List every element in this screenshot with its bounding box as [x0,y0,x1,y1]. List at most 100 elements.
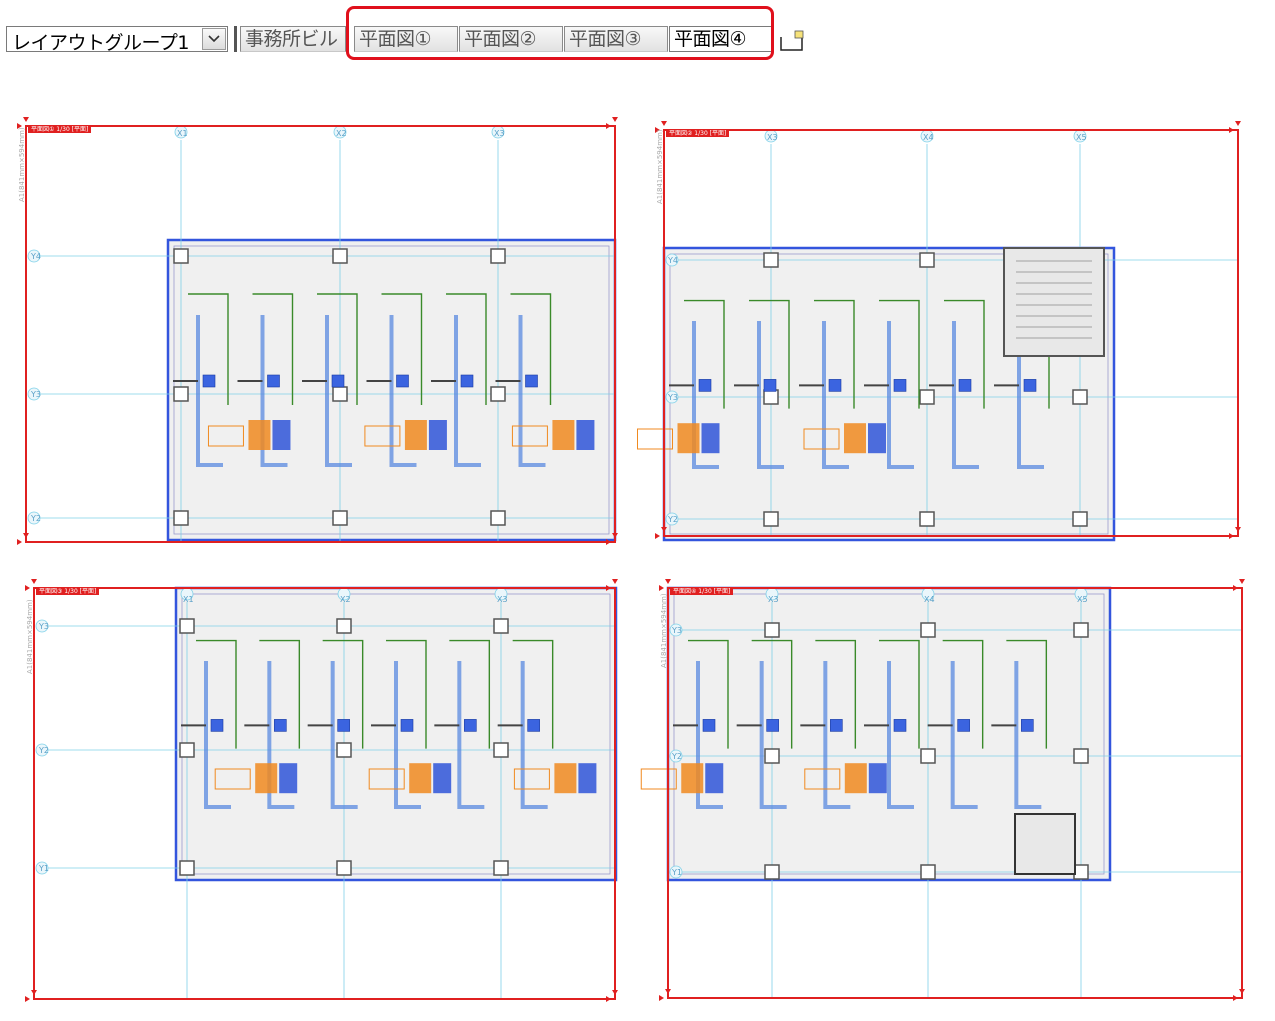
air-handling-unit [554,763,577,794]
grid-col-label: X4 [923,133,934,142]
equipment-outline [368,768,405,790]
floor-plan-panel-2[interactable]: 平面図② 1/30 [平面] A1(841mm×594mm) X3 X4 X5 … [637,121,1256,551]
pipe [814,299,855,409]
pipe [944,299,985,409]
pipe [688,639,729,749]
pipe [815,639,857,749]
diffuser [337,719,350,732]
diffuser [400,719,414,732]
grid-row-label: Y4 [30,252,41,261]
pipe [322,639,364,749]
floor-plan-panel-3[interactable]: 平面図③ 1/30 [平面] A1(841mm×594mm) X1 X2 X3 … [25,579,632,1014]
corner-marker [23,533,29,538]
coil-unit [428,420,447,450]
column [919,252,935,268]
diffuser [828,379,842,392]
diffuser [893,379,907,392]
sheet-tab-label[interactable]: 平面図④ 1/30 [平面] [670,588,734,595]
grid-col-label: X5 [1076,133,1087,142]
pipe [749,299,790,409]
grid-row-label: Y4 [667,256,678,265]
diffuser [464,719,477,732]
coil-unit [578,763,597,794]
diffuser [893,719,907,732]
column [919,389,935,405]
air-handling-unit [677,423,700,454]
grid-labels: X1 X2 X3 Y4 Y3 Y2 [30,129,505,523]
column [179,742,195,758]
column [173,510,189,526]
corner-marker [661,527,667,532]
sheet-tab-label[interactable]: 平面図② 1/30 [平面] [666,130,730,137]
equipment-outline [511,425,548,447]
floor-plan-drawing [25,579,618,1002]
grid-bubble [669,623,683,637]
column [920,622,936,638]
corner-marker [23,117,29,122]
diffuser [202,374,216,388]
corner-marker [17,123,22,129]
grid-row-label: Y2 [30,514,41,523]
layout-toolbar: レイアウトグループ1 事務所ビル 平面図① 平面図② 平面図③ 平面図④ [6,6,826,60]
corner-marker [612,117,618,122]
tab-floor-plan-1[interactable]: 平面図① [354,26,458,52]
grid-bubble [27,387,41,401]
air-handling-unit [844,763,867,794]
grid-row-label: Y1 [38,864,49,873]
pipe [446,293,487,405]
pipe [751,639,793,749]
sheet-tab-label[interactable]: 平面図① 1/30 [平面] [28,126,92,133]
corner-marker [31,990,37,995]
diffuser [957,719,970,732]
sheet-tab-label[interactable]: 平面図③ 1/30 [平面] [36,588,100,595]
floor-plan-drawing [640,579,1245,1001]
floor-plan-panel-1[interactable]: 平面図① 1/30 [平面] A1(841mm×594mm) X1 X2 X3 … [17,117,628,552]
coil-unit [868,423,886,454]
corner-marker [1233,995,1238,1001]
sheet-frame [25,125,616,543]
tab-office-building[interactable]: 事務所ビル [240,26,346,52]
sheet-frame [667,587,1243,999]
duct [267,661,295,809]
duct [394,661,421,809]
pipe [512,639,554,749]
column [173,248,189,264]
corner-marker [612,533,618,538]
column [1073,748,1089,764]
corner-marker [31,579,37,584]
corner-marker [606,585,611,591]
column [179,860,195,876]
grid-bubble [35,861,49,875]
chevron-down-icon[interactable] [202,28,226,50]
duct [457,661,485,809]
grid-col-label: X1 [177,129,188,138]
floor-plan-panel-4[interactable]: 平面図④ 1/30 [平面] A1(841mm×594mm) X3 X4 X5 … [640,579,1255,1009]
air-handling-unit [404,420,427,450]
sheet-frame [663,129,1239,537]
corner-marker [17,539,22,545]
diffuser [274,719,287,732]
duct [260,315,288,467]
equipment-outline [804,768,841,790]
pipe [879,639,920,749]
grid-col-label: X1 [183,595,194,604]
corner-marker [606,123,611,129]
diffuser [527,719,540,732]
grid-bubble [665,512,679,526]
duct [757,321,784,469]
new-sheet-icon[interactable] [776,28,806,52]
tab-floor-plan-3[interactable]: 平面図③ [564,26,668,52]
column [493,618,509,634]
pipe [188,293,229,405]
tab-floor-plan-2[interactable]: 平面図② [459,26,563,52]
layout-group-select[interactable]: レイアウトグループ1 [6,26,228,54]
column [493,742,509,758]
pipe [879,299,920,409]
coil-unit [868,763,887,794]
pipe [684,299,725,409]
column [920,864,936,880]
duct [887,321,914,469]
tab-floor-plan-4[interactable]: 平面図④ [669,26,773,52]
equipment-outline [207,425,244,447]
corner-marker [655,533,660,539]
